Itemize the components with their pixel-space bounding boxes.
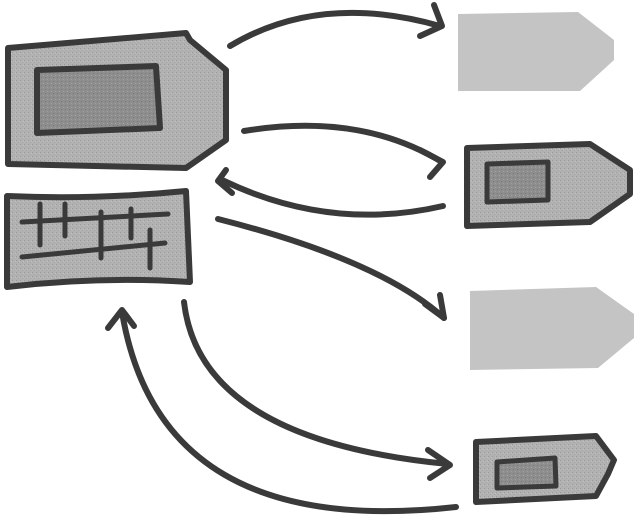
arrow-device-2-to-monitor — [215, 167, 446, 218]
monitor-screen — [34, 63, 163, 136]
device-2-screen — [484, 159, 551, 205]
arrow-keyboard-to-device-3 — [215, 216, 447, 321]
device-4 — [473, 433, 617, 505]
keyboard-keys — [19, 201, 171, 271]
device-2 — [464, 141, 633, 229]
arrow-monitor-to-device-2 — [241, 122, 446, 180]
computer-keyboard — [4, 188, 193, 290]
arrow-keyboard-to-device-4 — [181, 299, 453, 481]
device-1 — [458, 12, 614, 91]
device-4-screen — [494, 455, 559, 491]
arrow-device-4-to-keyboard — [105, 307, 459, 515]
computer-monitor — [5, 30, 229, 171]
arrow-monitor-to-device-1 — [227, 2, 445, 49]
device-3 — [470, 287, 634, 370]
